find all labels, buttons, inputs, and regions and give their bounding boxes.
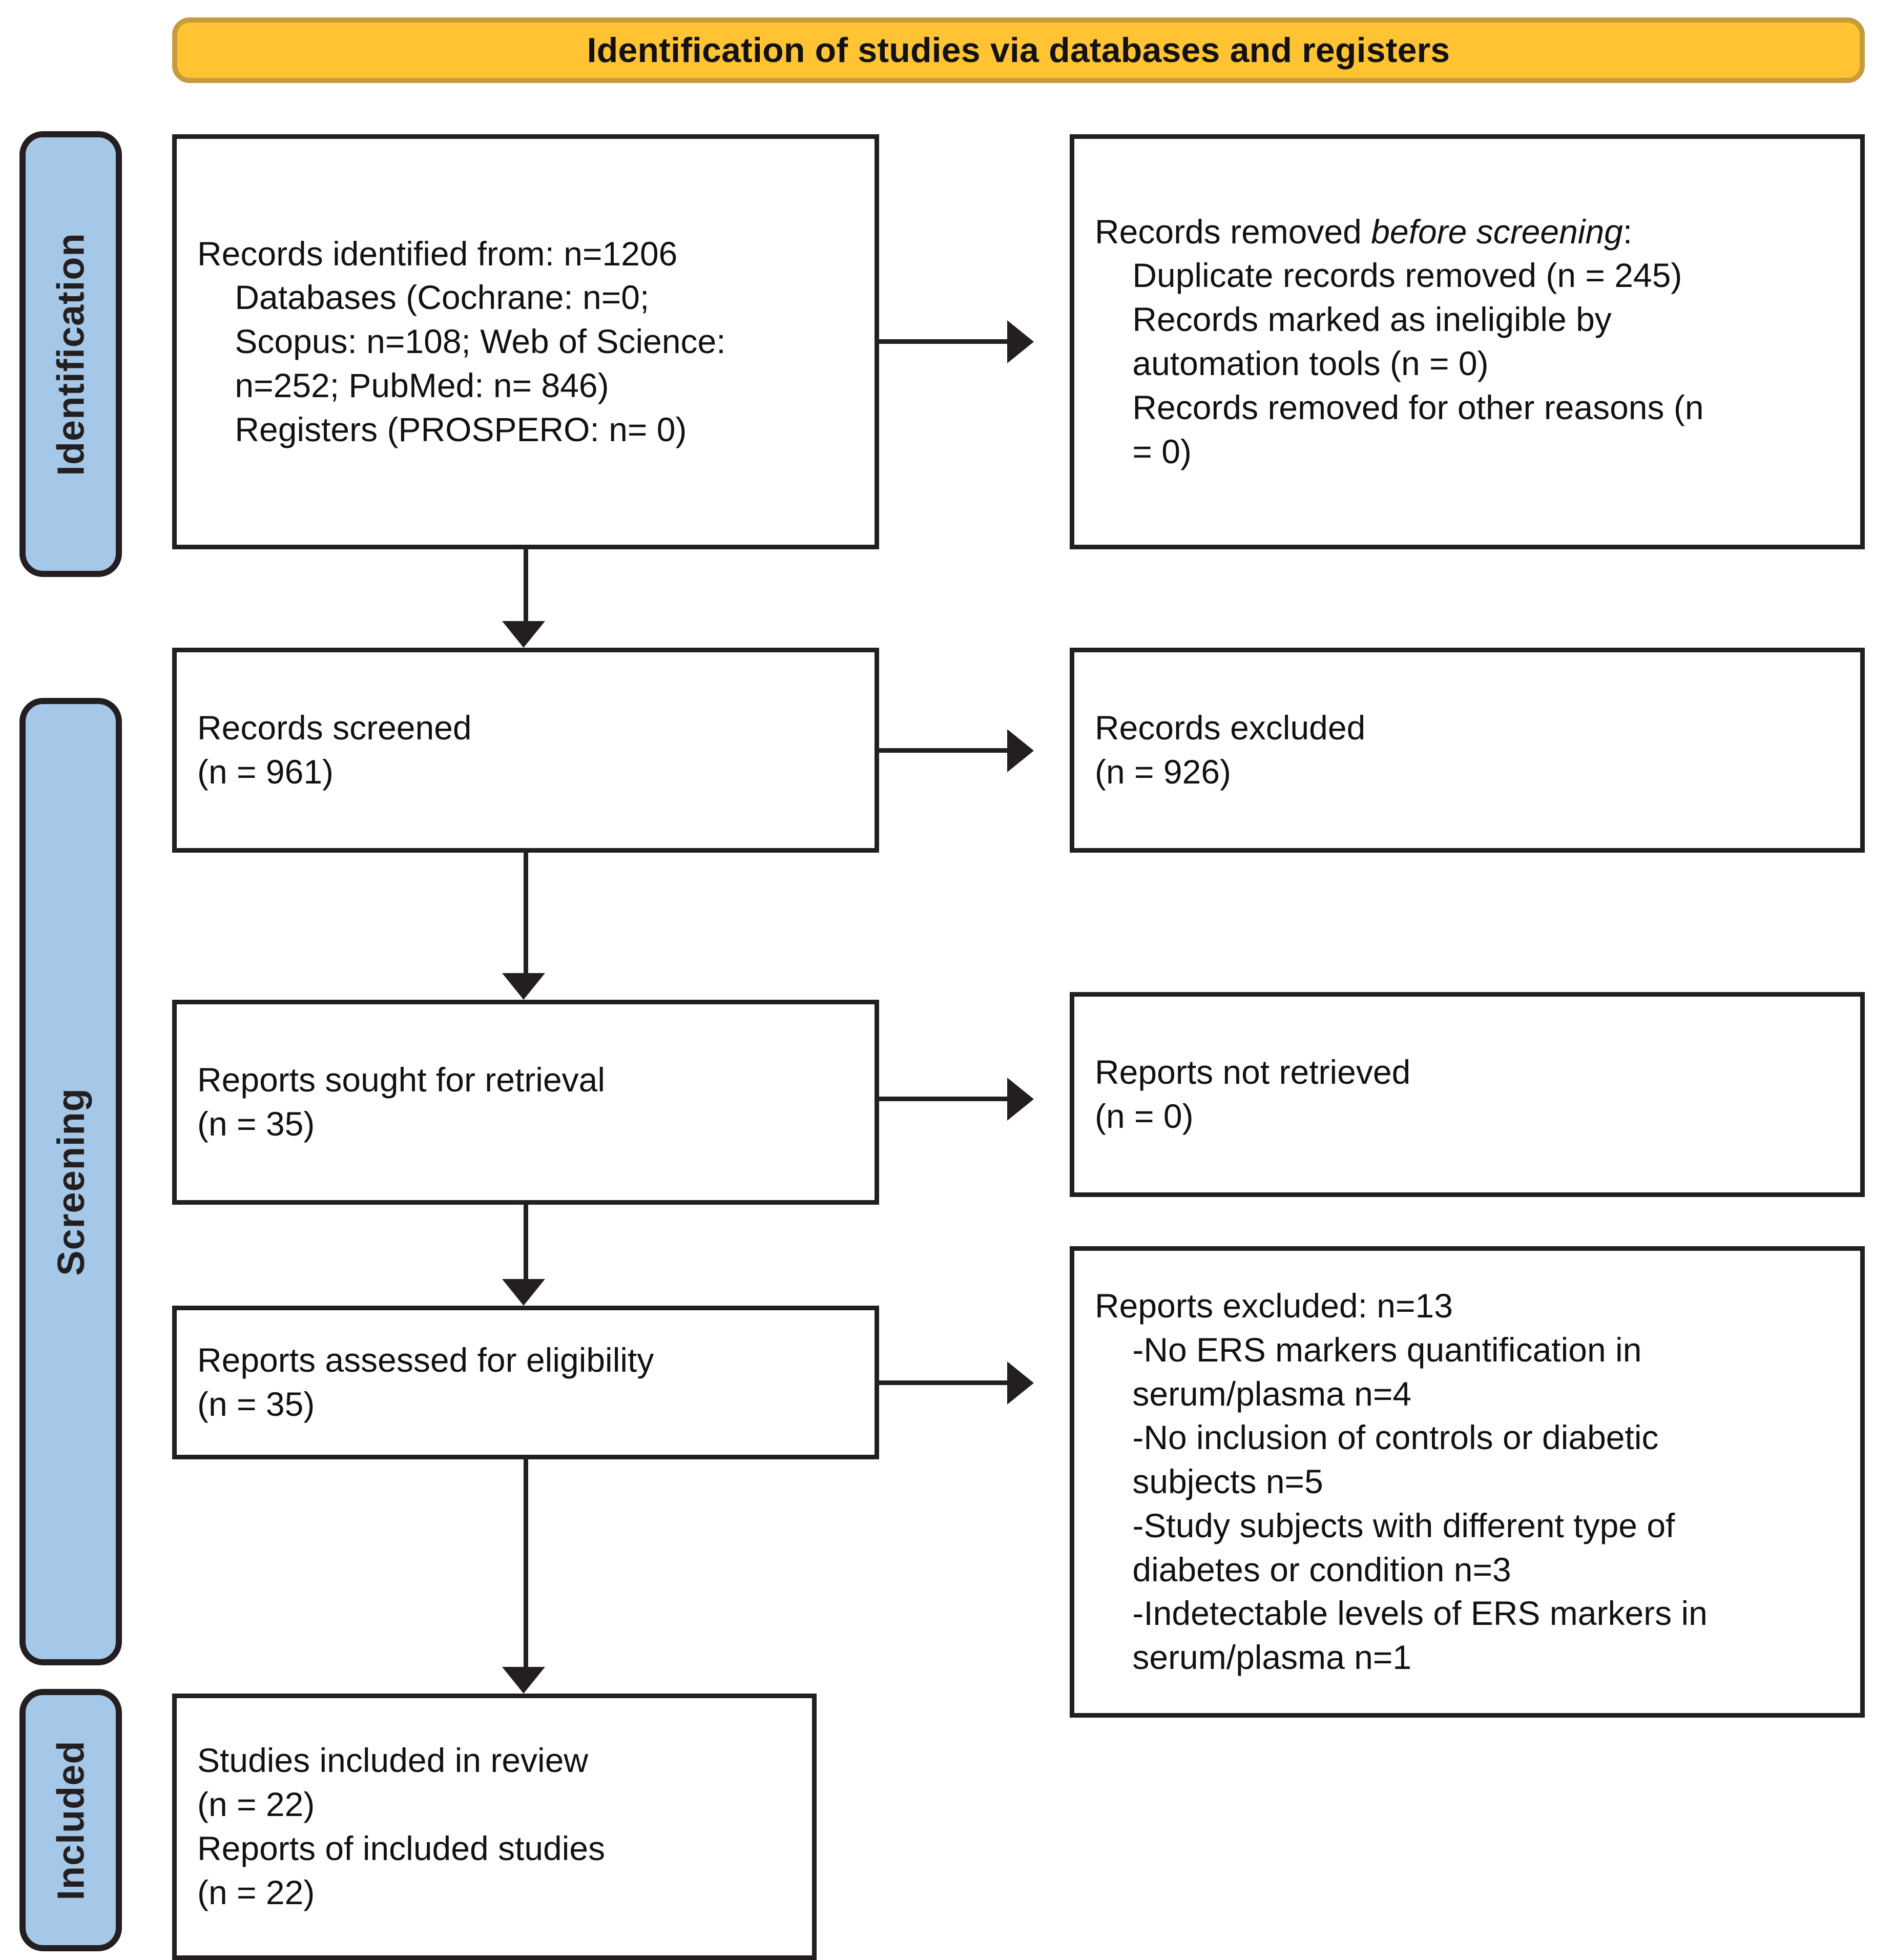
box-reports-not-retrieved-text: Reports not retrieved (n = 0) (1095, 1053, 1411, 1135)
box-records-removed-text: Records removed before screening: Duplic… (1095, 210, 1840, 474)
arrowhead-identified-to-removed (1007, 320, 1034, 363)
connector-screened-to-excluded (879, 748, 1008, 753)
arrowhead-screened-to-sought (502, 973, 545, 1000)
stage-label-screening: Screening (19, 698, 122, 1665)
box-records-identified-text: Records identified from: n=1206 Database… (197, 234, 726, 448)
phase-banner-identification: Identification of studies via databases … (172, 17, 1865, 83)
arrowhead-assessed-to-included (502, 1667, 545, 1694)
stage-label-identification: Identification (19, 131, 122, 577)
records-removed-prefix: Records removed (1095, 212, 1371, 251)
connector-assessed-to-included (524, 1459, 528, 1669)
records-removed-rest: Duplicate records removed (n = 245) Reco… (1132, 256, 1704, 470)
box-reports-not-retrieved: Reports not retrieved (n = 0) (1070, 992, 1865, 1197)
box-records-excluded: Records excluded (n = 926) (1070, 648, 1865, 853)
stage-label-included-text: Included (49, 1740, 92, 1901)
box-reports-assessed-text: Reports assessed for eligibility (n = 35… (197, 1341, 654, 1423)
connector-identified-to-removed (879, 339, 1008, 344)
box-reports-excluded-text: Reports excluded: n=13 -No ERS markers q… (1095, 1286, 1708, 1677)
connector-screened-to-sought (524, 853, 528, 976)
box-records-screened: Records screened (n = 961) (172, 648, 879, 853)
box-records-excluded-text: Records excluded (n = 926) (1095, 709, 1366, 791)
records-removed-suffix: : (1622, 212, 1633, 251)
box-records-removed: Records removed before screening: Duplic… (1070, 134, 1865, 549)
box-records-screened-text: Records screened (n = 961) (197, 709, 472, 791)
box-reports-assessed: Reports assessed for eligibility (n = 35… (172, 1306, 879, 1459)
box-reports-excluded: Reports excluded: n=13 -No ERS markers q… (1070, 1246, 1865, 1718)
arrowhead-sought-to-assessed (502, 1279, 545, 1306)
box-studies-included-text: Studies included in review (n = 22) Repo… (197, 1741, 606, 1911)
box-reports-sought-text: Reports sought for retrieval (n = 35) (197, 1061, 606, 1143)
box-records-identified: Records identified from: n=1206 Database… (172, 134, 879, 549)
arrowhead-screened-to-excluded (1007, 729, 1034, 772)
stage-label-identification-text: Identification (49, 232, 92, 476)
box-reports-sought: Reports sought for retrieval (n = 35) (172, 1000, 879, 1205)
connector-assessed-to-excluded (879, 1380, 1008, 1385)
arrowhead-assessed-to-excluded (1007, 1361, 1034, 1405)
records-removed-italic: before screening (1371, 212, 1623, 251)
box-studies-included: Studies included in review (n = 22) Repo… (172, 1694, 817, 1960)
arrowhead-identified-to-screened (502, 621, 545, 648)
phase-banner-title: Identification of studies via databases … (587, 31, 1450, 70)
connector-sought-to-not-retrieved (879, 1097, 1008, 1101)
connector-sought-to-assessed (524, 1205, 528, 1282)
stage-label-screening-text: Screening (49, 1087, 92, 1276)
arrowhead-sought-to-not-retrieved (1007, 1078, 1034, 1121)
connector-identified-to-screened (524, 549, 528, 624)
stage-label-included: Included (19, 1689, 122, 1951)
